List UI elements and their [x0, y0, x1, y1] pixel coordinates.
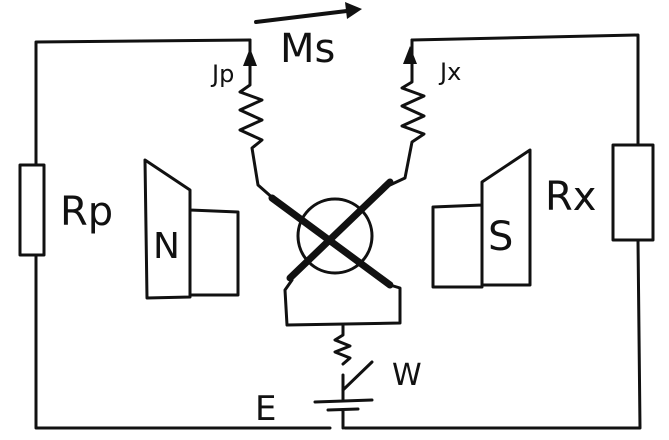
lower-spring: [333, 323, 352, 366]
label-current-x: Jx: [438, 58, 461, 86]
battery-e: [313, 391, 374, 430]
resistor-rp: [18, 163, 46, 257]
label-resistor-x: Rx: [545, 174, 596, 220]
label-moment: Ms: [280, 26, 335, 72]
label-battery: E: [255, 389, 276, 429]
label-south: S: [488, 214, 513, 260]
magnet-south: [431, 148, 532, 289]
switch-w: [341, 360, 374, 395]
coil-frame: [283, 278, 402, 327]
moment-arrow: [254, 8, 357, 24]
label-switch: W: [392, 358, 422, 393]
moving-coil: [296, 197, 374, 275]
moment-arrowhead: [345, 2, 362, 19]
lead-p: [238, 38, 277, 202]
current-x-arrowhead: [403, 46, 417, 64]
label-north: N: [153, 226, 180, 267]
magnet-north: [143, 158, 240, 300]
coil-cross-b: [286, 178, 394, 282]
label-current-p: Jp: [210, 60, 234, 88]
outer-wire: [34, 33, 642, 430]
label-resistor-p: Rp: [60, 189, 113, 235]
resistor-rx: [611, 143, 655, 242]
lead-x: [388, 38, 426, 187]
